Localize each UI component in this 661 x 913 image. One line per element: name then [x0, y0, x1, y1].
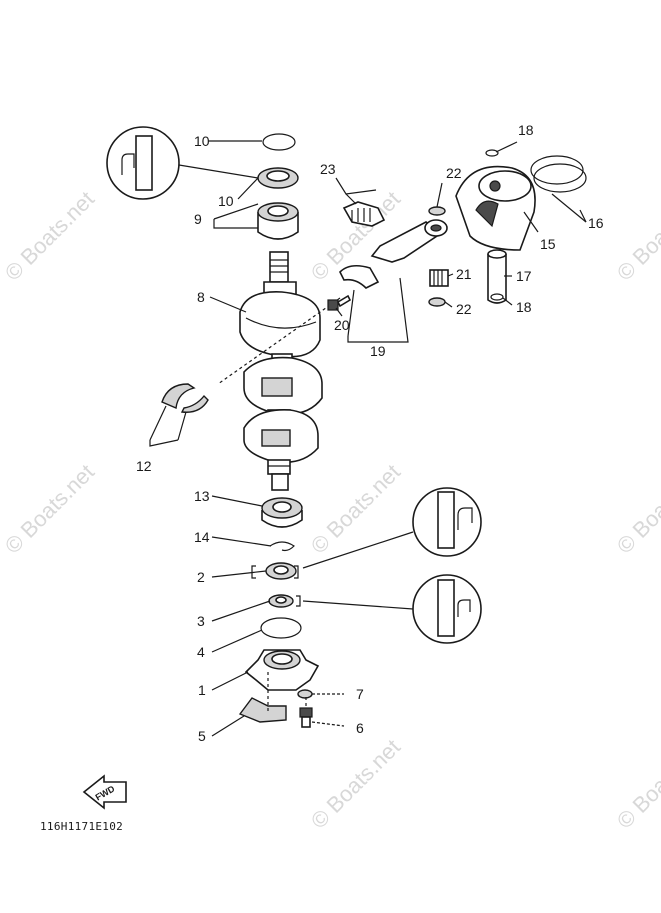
- callout-20: 20: [334, 317, 350, 333]
- bearing-23: [342, 201, 386, 227]
- watermark-group: © Boats.net © Boats.net © Boats.net © Bo…: [0, 186, 661, 833]
- piston-rings-16: [530, 155, 587, 193]
- o-ring-4: [260, 617, 302, 639]
- callout-21: 21: [456, 266, 472, 282]
- leader-lines: [149, 140, 587, 737]
- watermark: © Boats.net: [612, 734, 661, 833]
- washer-7: [297, 689, 313, 699]
- clip-18-top: [485, 149, 499, 157]
- watermark: © Boats.net: [306, 459, 405, 558]
- callout-18-top: 18: [518, 122, 534, 138]
- grease-symbol-mid: [302, 487, 482, 569]
- callout-3: 3: [197, 613, 205, 629]
- washer-22-bottom: [428, 297, 446, 307]
- bolt-6: [299, 707, 313, 728]
- crankshaft-8: [239, 251, 323, 491]
- bearing-half-12: [161, 383, 209, 413]
- callout-6: 6: [356, 720, 364, 736]
- watermark: © Boats.net: [306, 734, 405, 833]
- callout-22-bottom: 22: [456, 301, 472, 317]
- diagram-code: 116H1171E102: [40, 820, 123, 833]
- callout-labels: 10 10 9 8 12 13 14 2 3 4 1 5 7 6 18 16 1…: [136, 122, 604, 744]
- callout-11: 10: [194, 133, 210, 149]
- callout-1: 1: [198, 682, 206, 698]
- callout-17: 17: [516, 268, 532, 284]
- callout-2: 2: [197, 569, 205, 585]
- callout-22-top: 22: [446, 165, 462, 181]
- watermark: © Boats.net: [612, 459, 661, 558]
- assembly-line: [217, 297, 341, 385]
- o-ring-11: [262, 133, 296, 151]
- piston-15: [455, 165, 536, 251]
- connecting-rod-19: [339, 219, 448, 289]
- watermark: © Boats.net: [0, 459, 99, 558]
- washer-22-top: [428, 206, 446, 216]
- watermark: © Boats.net: [612, 186, 661, 285]
- callout-19: 19: [370, 343, 386, 359]
- fwd-arrow: FWD: [82, 774, 127, 810]
- bolt-20: [327, 294, 352, 311]
- callout-10: 10: [218, 193, 234, 209]
- grease-symbol-top: [106, 126, 259, 200]
- callout-23: 23: [320, 161, 336, 177]
- oil-seal-10: [257, 167, 299, 189]
- callout-15: 15: [540, 236, 556, 252]
- clip-18-bottom: [490, 293, 504, 301]
- bearing-9: [257, 202, 299, 240]
- needle-bearing-21: [429, 269, 449, 287]
- callout-12: 12: [136, 458, 152, 474]
- oil-seal-2: [265, 562, 297, 580]
- oil-seal-housing-1: [244, 649, 320, 691]
- callout-7: 7: [356, 686, 364, 702]
- callout-5: 5: [198, 728, 206, 744]
- callout-8: 8: [197, 289, 205, 305]
- grease-symbol-low: [302, 574, 482, 644]
- callout-9: 9: [194, 211, 202, 227]
- piston-pin-17: [487, 249, 507, 304]
- callout-16: 16: [588, 215, 604, 231]
- bracket-5: [238, 697, 287, 723]
- callout-4: 4: [197, 644, 205, 660]
- callout-18-bottom: 18: [516, 299, 532, 315]
- bearing-13: [261, 497, 303, 528]
- oil-seal-3: [268, 594, 294, 608]
- callout-14: 14: [194, 529, 210, 545]
- circlip-14: [269, 541, 295, 552]
- callout-13: 13: [194, 488, 210, 504]
- watermark: © Boats.net: [0, 186, 99, 285]
